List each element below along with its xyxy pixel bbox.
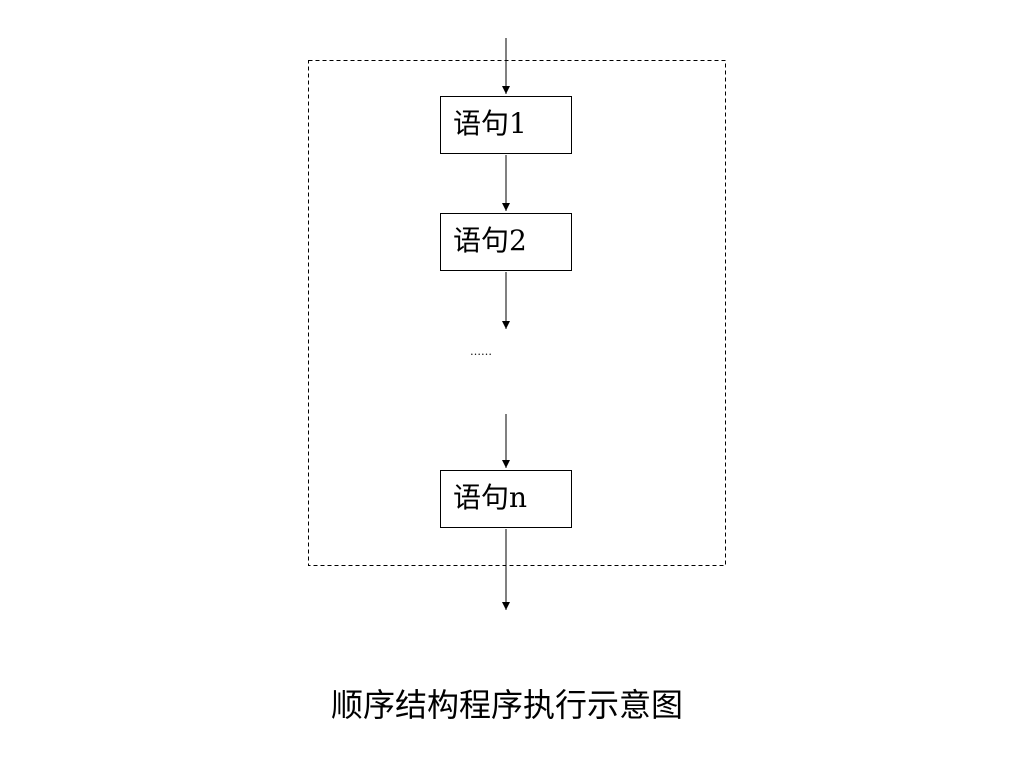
diagram-caption: 顺序结构程序执行示意图	[330, 686, 683, 724]
sequence-block-frame	[308, 60, 726, 566]
statement-1-label: 语句1	[453, 107, 527, 140]
statement-2-box: 语句2	[440, 213, 572, 271]
ellipsis: ……	[470, 345, 492, 358]
statement-2-label: 语句2	[453, 224, 527, 257]
statement-n-box: 语句n	[440, 470, 572, 528]
statement-n-label: 语句n	[453, 481, 528, 514]
statement-1-box: 语句1	[440, 96, 572, 154]
